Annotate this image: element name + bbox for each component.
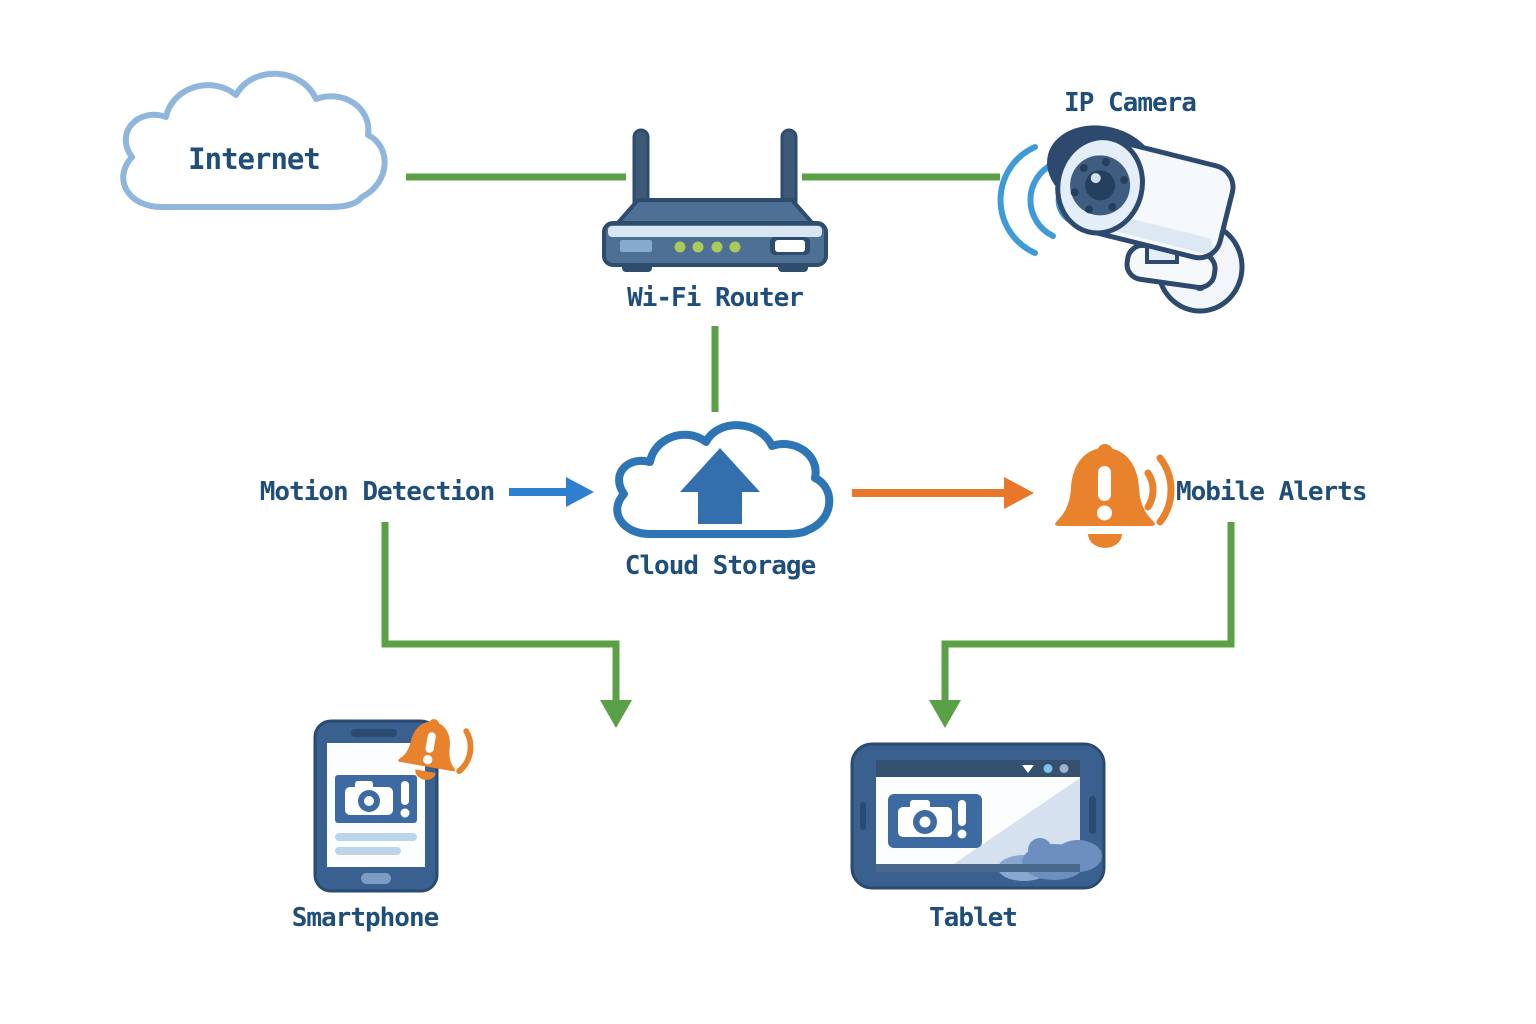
router-label: Wi-Fi Router — [627, 283, 804, 313]
motion-detection-label: Motion Detection — [259, 477, 495, 507]
mobile-alerts-label: Mobile Alerts — [1176, 477, 1367, 507]
cloud-storage-node — [596, 414, 844, 548]
smartphone-label: Smartphone — [291, 903, 440, 933]
smartphone-notification-icon — [313, 719, 474, 893]
cloud-icon — [120, 70, 388, 210]
cloud-upload-icon — [613, 421, 834, 538]
wifi-router-icon — [602, 128, 828, 272]
smartphone-node — [303, 715, 475, 897]
edge-motion-smartphone — [381, 522, 632, 728]
internet-label: Internet — [188, 142, 321, 176]
tablet-node — [846, 738, 1110, 894]
internet-node — [98, 55, 410, 223]
camera-alert-glyph — [898, 800, 967, 839]
edge-cloudstorage-alerts — [852, 477, 1034, 509]
router-node — [592, 128, 838, 278]
tablet-icon — [850, 742, 1106, 890]
notification-bell-icon — [398, 719, 474, 780]
cloud-storage-label: Cloud Storage — [624, 551, 817, 581]
alert-bell-icon — [1055, 444, 1175, 548]
upload-arrow-icon — [680, 448, 760, 524]
ip-camera-label: IP Camera — [1064, 88, 1197, 118]
ip-camera-node — [995, 122, 1265, 314]
tablet-label: Tablet — [929, 903, 1018, 933]
edge-alerts-tablet — [929, 522, 1235, 728]
mobile-alerts-node — [1048, 440, 1183, 556]
security-camera-icon — [997, 125, 1245, 314]
edge-motion-cloudstorage — [509, 477, 594, 507]
